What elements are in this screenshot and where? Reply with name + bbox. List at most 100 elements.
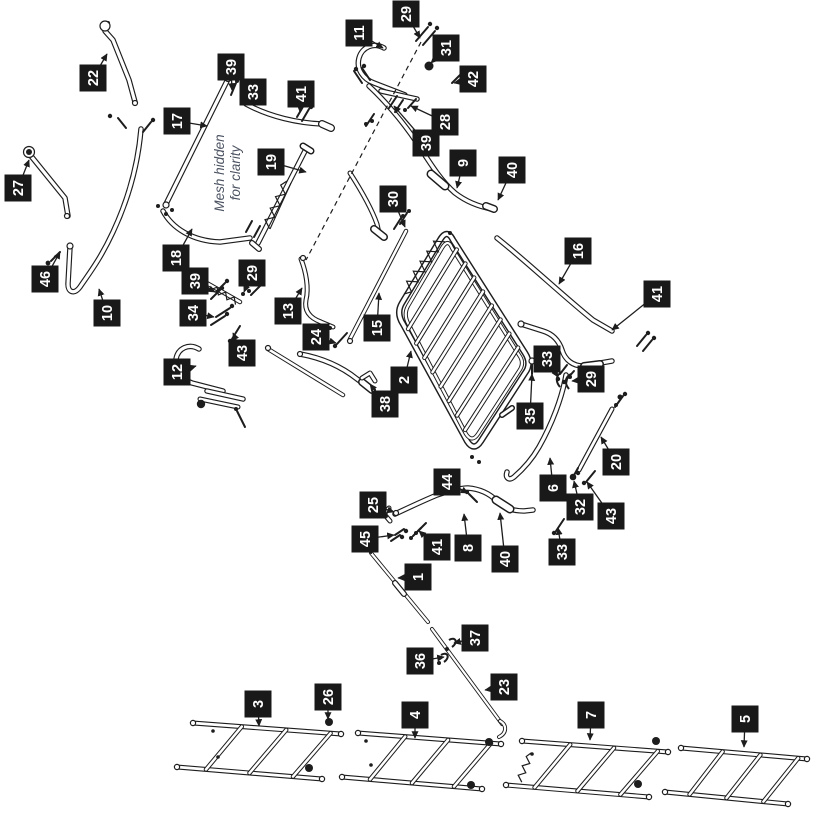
tube-6-bore	[504, 373, 568, 481]
part-label-box-29	[392, 0, 420, 28]
screw-pin	[394, 99, 404, 113]
part-label-number-18: 18	[169, 250, 185, 266]
part-label-box-37	[461, 624, 489, 652]
screw-pin	[210, 315, 226, 326]
sleeve-bore	[371, 226, 387, 240]
screw-dot	[156, 204, 160, 208]
tube-end-ring	[99, 20, 111, 32]
part-label-box-18	[162, 244, 190, 272]
screw-dot	[645, 330, 651, 336]
part-label-box-5	[731, 705, 759, 733]
elbow-38-bore	[360, 371, 377, 383]
handle-11-bore	[356, 43, 407, 97]
part-label-number-44: 44	[440, 474, 456, 490]
part-label-box-9	[449, 149, 477, 177]
screw-pin	[353, 70, 363, 84]
screw-pin	[407, 98, 417, 109]
screw-dot	[437, 661, 441, 665]
screw-dot	[568, 375, 572, 379]
part-label-box-6	[539, 474, 567, 502]
tube-end-ring	[478, 785, 486, 793]
part-label-number-20: 20	[609, 454, 625, 470]
part-label-number-25: 25	[366, 497, 382, 513]
ladder-5-rung-bore	[725, 753, 762, 800]
part-label-number-24: 24	[309, 329, 325, 345]
part-label-number-19: 19	[264, 154, 280, 170]
part-label-number-29: 29	[399, 6, 415, 22]
ladder-7-rung-bore	[619, 749, 660, 796]
screw-pin	[642, 339, 653, 352]
screw-pin	[210, 289, 221, 300]
screw-pin	[336, 332, 348, 345]
ladder-5-top-rail-bore	[679, 746, 809, 761]
screw-dot	[445, 647, 449, 651]
part-label-number-8: 8	[461, 544, 477, 552]
part-label-box-23	[490, 673, 518, 701]
tube-end-ring	[63, 212, 71, 220]
tube-end-ring	[497, 740, 505, 748]
tube-end-ring	[645, 793, 653, 801]
frame-2-slat-bore	[406, 248, 458, 331]
tube-end-ring	[318, 775, 326, 783]
bar-12-bore	[198, 397, 240, 409]
screw-dot	[575, 470, 581, 476]
screw-dot	[150, 117, 156, 123]
part-label-box-40	[498, 156, 526, 184]
tube-13-bore	[299, 257, 335, 329]
ladder-7-rung-bore	[533, 743, 572, 789]
part-label-box-33	[548, 538, 576, 566]
part-label-number-35: 35	[523, 408, 539, 424]
screw-dot	[401, 214, 405, 218]
screw-dot	[211, 729, 215, 733]
tube-30-link-bore	[348, 171, 381, 235]
part-label-number-40: 40	[505, 162, 521, 178]
screw-dot	[247, 289, 251, 293]
tube-end-ring	[162, 201, 170, 209]
tube-14-bore	[298, 352, 373, 391]
screw-dot	[651, 335, 657, 341]
part-label-number-33: 33	[555, 544, 571, 560]
part-label-box-43	[597, 502, 625, 530]
part-label-box-12	[163, 358, 191, 386]
part-label-number-31: 31	[439, 40, 455, 56]
screw-dot	[551, 530, 557, 536]
part-label-box-20	[602, 448, 630, 476]
part-label-number-4: 4	[408, 711, 424, 719]
axle-8-sleeve-bore	[493, 497, 513, 512]
part-label-box-24	[302, 323, 330, 351]
leader-arrows	[17, 13, 748, 748]
part-label-box-10	[93, 299, 121, 327]
screw-dot	[581, 480, 587, 486]
tube-end-ring	[189, 719, 197, 727]
part-label-number-45: 45	[358, 531, 374, 547]
tube-end-ring	[518, 737, 526, 745]
part-label-number-41: 41	[650, 286, 666, 302]
frame-2-slat-bore	[431, 290, 485, 374]
tube-9-sleeve-bore	[483, 203, 497, 212]
mesh-note: Mesh hidden for clarity	[212, 134, 243, 211]
part-label-number-41: 41	[430, 539, 446, 555]
part-label-number-16: 16	[571, 243, 587, 259]
part-label-box-41	[287, 80, 315, 108]
screw-dot	[399, 534, 405, 540]
part-label-box-33	[533, 345, 561, 373]
part-label-box-25	[359, 491, 387, 519]
part-label-number-17: 17	[170, 113, 186, 129]
tube-end-ring	[337, 730, 345, 738]
screw-pin	[142, 121, 152, 133]
tube-22-bore	[103, 29, 137, 104]
screw-dot	[219, 285, 225, 291]
screw-pin	[250, 285, 261, 296]
rail-12-bore	[205, 389, 245, 401]
part-label-box-41	[643, 280, 671, 308]
tube-10	[65, 126, 144, 295]
part-label-box-11	[345, 19, 373, 47]
part-label-number-43: 43	[235, 345, 251, 361]
part-label-box-43	[228, 339, 256, 367]
part-label-box-40	[491, 545, 519, 573]
tube-end-ring	[677, 744, 685, 752]
part-label-number-42: 42	[466, 71, 482, 87]
screw-pin	[422, 30, 436, 46]
screw-dot	[234, 407, 238, 411]
